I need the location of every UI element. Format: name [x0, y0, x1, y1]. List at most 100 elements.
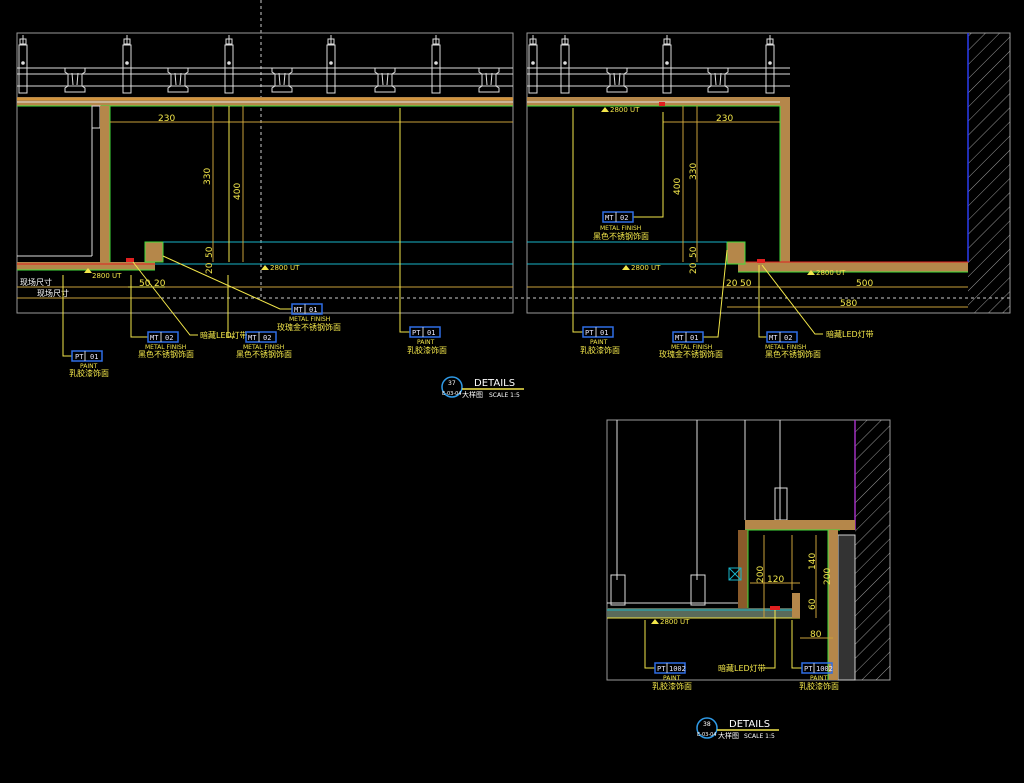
- site-size-label: 现场尺寸: [20, 277, 52, 287]
- svg-text:01: 01: [427, 329, 435, 337]
- svg-text:黑色不锈钢饰面: 黑色不锈钢饰面: [138, 349, 194, 359]
- svg-text:PT: PT: [585, 329, 594, 337]
- dim-330: 330: [689, 163, 699, 180]
- site-size-label: 现场尺寸: [37, 288, 69, 298]
- svg-text:METAL FINISH: METAL FINISH: [289, 316, 330, 323]
- svg-text:PAINT: PAINT: [590, 339, 608, 346]
- svg-text:PAINT: PAINT: [417, 339, 435, 346]
- dim-20: 20: [726, 279, 738, 289]
- level-mark: 2800 UT: [92, 272, 122, 280]
- svg-text:DETAILS: DETAILS: [474, 378, 515, 389]
- level-mark: 2800 UT: [660, 618, 690, 626]
- svg-text:METAL FINISH: METAL FINISH: [671, 344, 712, 351]
- svg-text:PT: PT: [804, 665, 813, 673]
- svg-text:01: 01: [309, 306, 317, 314]
- detail-panel-1: 230 330 400 50 20 50 20 2800 UT 2800 UT …: [16, 32, 514, 357]
- svg-text:黑色不锈钢饰面: 黑色不锈钢饰面: [765, 349, 821, 359]
- svg-text:乳胶漆饰面: 乳胶漆饰面: [580, 345, 620, 355]
- svg-text:1002: 1002: [816, 665, 833, 673]
- svg-text:01: 01: [600, 329, 608, 337]
- dim-400: 400: [673, 178, 683, 195]
- svg-text:乳胶漆饰面: 乳胶漆饰面: [69, 368, 109, 378]
- dim-330: 330: [203, 168, 213, 185]
- dim-20-vertical: 20: [689, 262, 699, 274]
- dim-500: 500: [856, 279, 873, 289]
- svg-text:MT: MT: [675, 334, 684, 342]
- svg-text:MT: MT: [150, 334, 159, 342]
- svg-text:玫瑰金不锈钢饰面: 玫瑰金不锈钢饰面: [277, 322, 341, 332]
- svg-text:PAINT: PAINT: [663, 675, 681, 682]
- svg-text:MT: MT: [294, 306, 303, 314]
- dim-580: 580: [840, 299, 857, 309]
- led-strip-note: 暗藏LED灯带: [826, 329, 874, 339]
- svg-text:PAINT: PAINT: [80, 363, 98, 370]
- svg-text:MT: MT: [605, 214, 614, 222]
- dim-140: 140: [808, 553, 818, 570]
- svg-text:01: 01: [90, 353, 98, 361]
- detail-panel-3: 200 120 140 200 60 80 2800 UT 暗藏LED灯带: [606, 419, 891, 681]
- svg-text:02: 02: [620, 214, 628, 222]
- svg-text:PT: PT: [657, 665, 666, 673]
- svg-text:MT: MT: [769, 334, 778, 342]
- dim-50: 50: [139, 279, 151, 289]
- svg-text:黑色不锈钢饰面: 黑色不锈钢饰面: [593, 231, 649, 241]
- svg-text:1002: 1002: [669, 665, 686, 673]
- svg-text:黑色不锈钢饰面: 黑色不锈钢饰面: [236, 349, 292, 359]
- svg-text:大样图: 大样图: [462, 390, 483, 399]
- dim-230: 230: [158, 114, 175, 124]
- dim-50-vertical: 50: [205, 246, 215, 258]
- svg-text:02: 02: [263, 334, 271, 342]
- dim-20-vertical: 20: [205, 262, 215, 274]
- svg-text:乳胶漆饰面: 乳胶漆饰面: [407, 345, 447, 355]
- dim-120: 120: [767, 575, 784, 585]
- svg-text:02: 02: [784, 334, 792, 342]
- level-mark: 2800 UT: [631, 264, 661, 272]
- dim-20: 20: [154, 279, 166, 289]
- svg-text:PAINT: PAINT: [810, 675, 828, 682]
- detail-title-37: 37 E-03-04 DETAILS 大样图 SCALE 1:5: [441, 376, 524, 399]
- detail-title-38: 38 E-03-04 DETAILS 大样图 SCALE 1:5: [696, 717, 779, 740]
- svg-text:DETAILS: DETAILS: [729, 719, 770, 730]
- svg-text:大样图: 大样图: [718, 731, 739, 740]
- dim-230: 230: [716, 114, 733, 124]
- svg-text:38: 38: [703, 721, 711, 728]
- level-mark: 2800 UT: [270, 264, 300, 272]
- level-mark: 2800 UT: [816, 269, 846, 277]
- svg-text:02: 02: [165, 334, 173, 342]
- svg-text:SCALE 1:5: SCALE 1:5: [489, 392, 520, 399]
- svg-text:METAL FINISH: METAL FINISH: [600, 225, 641, 232]
- svg-text:METAL FINISH: METAL FINISH: [765, 344, 806, 351]
- dim-80: 80: [810, 630, 822, 640]
- led-strip-note: 暗藏LED灯带: [718, 663, 766, 673]
- dim-50: 50: [740, 279, 752, 289]
- svg-text:E-03-04: E-03-04: [697, 732, 717, 738]
- dim-200: 200: [823, 568, 833, 585]
- svg-text:METAL FINISH: METAL FINISH: [145, 344, 186, 351]
- svg-text:METAL FINISH: METAL FINISH: [243, 344, 284, 351]
- svg-text:SCALE 1:5: SCALE 1:5: [744, 733, 775, 740]
- detail-panel-2: 230 400 330 50 20 20 50 500 580 2800 UT …: [526, 32, 1011, 339]
- svg-text:PT: PT: [75, 353, 84, 361]
- svg-text:乳胶漆饰面: 乳胶漆饰面: [652, 681, 692, 691]
- dim-200: 200: [756, 566, 766, 583]
- svg-text:MT: MT: [248, 334, 257, 342]
- level-mark: 2800 UT: [610, 106, 640, 114]
- dim-50-vertical: 50: [689, 246, 699, 258]
- svg-text:乳胶漆饰面: 乳胶漆饰面: [799, 681, 839, 691]
- svg-text:37: 37: [448, 380, 456, 387]
- svg-text:PT: PT: [412, 329, 421, 337]
- dim-400: 400: [233, 183, 243, 200]
- svg-text:玫瑰金不锈钢饰面: 玫瑰金不锈钢饰面: [659, 349, 723, 359]
